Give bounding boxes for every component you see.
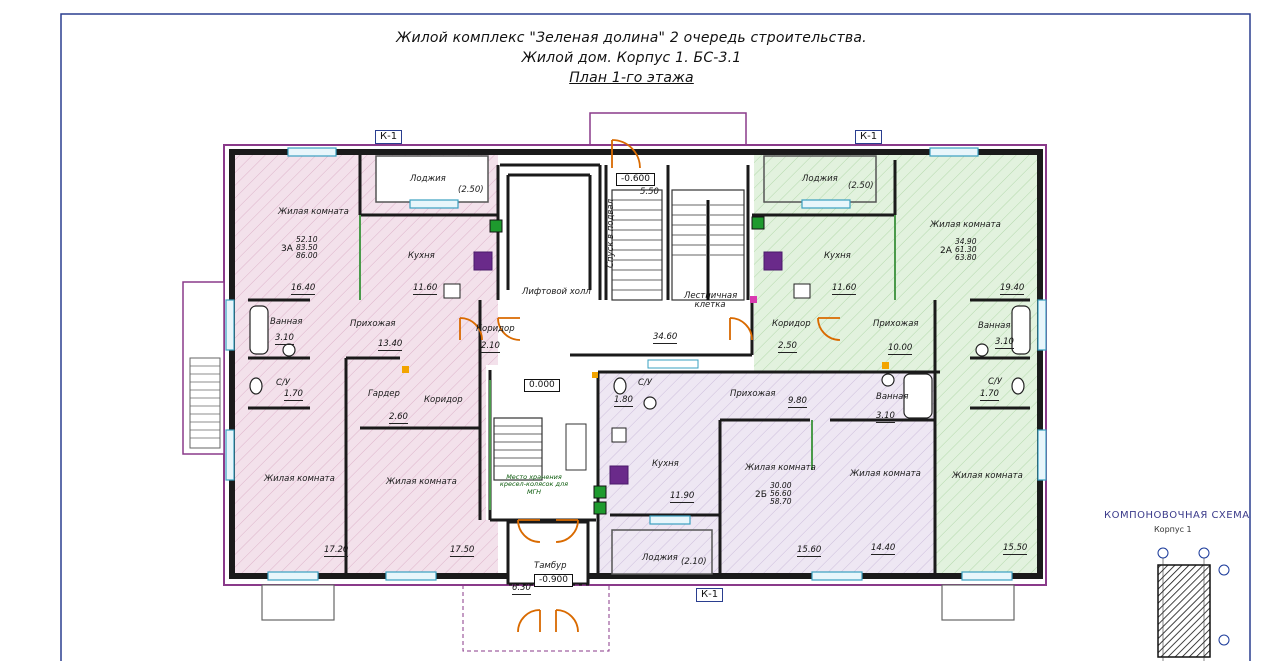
hall-2a-area: 10.00 bbox=[888, 343, 913, 355]
shaft-icon bbox=[402, 216, 889, 515]
schema-title: КОМПОНОВОЧНАЯ СХЕМА bbox=[1104, 510, 1250, 521]
living-2a-b-area: 15.50 bbox=[1003, 543, 1028, 555]
living-2a-area: 19.40 bbox=[1000, 283, 1025, 295]
stair-label: Лестничная клетка bbox=[684, 291, 738, 310]
kitchen-2a-area: 11.60 bbox=[832, 283, 857, 295]
stove-icon bbox=[473, 251, 783, 485]
hall-2b-label: Прихожая bbox=[730, 389, 776, 399]
hall-2a-label: Прихожая bbox=[873, 319, 919, 329]
wc-3a-label: С/У bbox=[276, 378, 290, 388]
corridor-left-label: Коридор bbox=[476, 324, 515, 334]
apartment-3a-type: 3А bbox=[281, 244, 293, 254]
schema-subtitle: Корпус 1 bbox=[1154, 525, 1192, 534]
bathtub-icon bbox=[249, 305, 1031, 419]
level-floor: 0.000 bbox=[524, 379, 560, 392]
bath-2a-label: Ванная bbox=[978, 321, 1011, 331]
sink-icon bbox=[443, 283, 811, 443]
mgn-storage-note: Место хранения кресел-колясок для МГН bbox=[499, 473, 569, 496]
living-3a-bl-area: 17.20 bbox=[324, 545, 349, 557]
living-3a-bm-label: Жилая комната bbox=[386, 477, 457, 487]
section-tag-bottom: К-1 bbox=[696, 588, 724, 602]
apartment-3a-fill bbox=[234, 155, 498, 573]
wardrobe-3a-area: 2.60 bbox=[389, 412, 408, 424]
bath-3a-label: Ванная bbox=[270, 317, 303, 327]
vestibule-area: 6.30 bbox=[512, 583, 531, 595]
apartment-2b-type: 2Б bbox=[755, 490, 767, 500]
living-3a-top-area: 16.40 bbox=[291, 283, 316, 295]
composition-schema-thumbnail bbox=[1157, 547, 1230, 661]
basement-label: Спуск в подвал bbox=[606, 198, 616, 268]
toilet-icon bbox=[249, 343, 1025, 410]
loggia-bottom-area: (2.10) bbox=[681, 557, 707, 567]
living-2a-label: Жилая комната bbox=[930, 220, 1001, 230]
lower-stair bbox=[493, 417, 587, 481]
level-vestibule: -0.900 bbox=[534, 574, 574, 587]
corridor-3a-label: Коридор bbox=[424, 395, 463, 405]
title-line-3: План 1-го этажа bbox=[569, 70, 694, 86]
partitions bbox=[359, 215, 896, 510]
basement-area: 5.50 bbox=[640, 187, 659, 197]
loggia-left-area: (2.50) bbox=[458, 185, 484, 195]
apartment-2a-type: 2А bbox=[940, 246, 952, 256]
title-line-2: Жилой дом. Корпус 1. БС-3.1 bbox=[521, 50, 742, 66]
lift-hall-label: Лифтовой холл bbox=[522, 287, 591, 297]
hall-3a-label: Прихожая bbox=[350, 319, 396, 329]
loggia-left bbox=[375, 155, 489, 203]
loggia-left-label: Лоджия bbox=[410, 174, 446, 184]
loggia-right-label: Лоджия bbox=[802, 174, 838, 184]
living-2a-b-label: Жилая комната bbox=[952, 471, 1023, 481]
interior-walls bbox=[248, 155, 1030, 573]
bath-2b-area: 3.10 bbox=[876, 411, 895, 423]
bath-3a-area: 3.10 bbox=[275, 333, 294, 345]
section-tag-right: К-1 bbox=[855, 130, 883, 144]
kitchen-3a-label: Кухня bbox=[408, 251, 435, 261]
bath-2a-area: 3.10 bbox=[995, 337, 1014, 349]
living-2b-2-area: 14.40 bbox=[871, 543, 896, 555]
corridor-right-label: Коридор bbox=[772, 319, 811, 329]
hall-2b-area: 9.80 bbox=[788, 396, 807, 408]
main-stair bbox=[671, 189, 745, 301]
wardrobe-3a-label: Гардер bbox=[368, 389, 400, 399]
loggia-bottom-label: Лоджия bbox=[642, 553, 678, 563]
bath-2b-label: Ванная bbox=[876, 392, 909, 402]
wc-3a-area: 1.70 bbox=[284, 389, 303, 401]
living-2b-2-label: Жилая комната bbox=[850, 469, 921, 479]
kitchen-2b-label: Кухня bbox=[652, 459, 679, 469]
loggia-bottom bbox=[611, 529, 713, 575]
basement-stair bbox=[611, 189, 663, 301]
loggia-right-area: (2.50) bbox=[848, 181, 874, 191]
exterior-stair-left bbox=[182, 281, 225, 455]
windows bbox=[225, 147, 1047, 581]
section-tag-left: К-1 bbox=[375, 130, 403, 144]
corridor-left-area: 2.10 bbox=[481, 341, 500, 353]
living-3a-top-label: Жилая комната bbox=[278, 207, 349, 217]
title-line-1: Жилой комплекс "Зеленая долина" 2 очеред… bbox=[396, 30, 867, 46]
wc-2a-area: 1.70 bbox=[980, 389, 999, 401]
living-3a-bl-label: Жилая комната bbox=[264, 474, 335, 484]
loggia-right bbox=[763, 155, 877, 203]
door-swing-icon bbox=[459, 139, 841, 633]
stair-area: 34.60 bbox=[653, 332, 678, 344]
vestibule-label: Тамбур bbox=[534, 561, 567, 571]
wc-2a-label: С/У bbox=[988, 377, 1002, 387]
living-2b-1-label: Жилая комната bbox=[745, 463, 816, 473]
kitchen-2a-label: Кухня bbox=[824, 251, 851, 261]
sheet-frame bbox=[60, 13, 1251, 665]
wc-2b-label: С/У bbox=[638, 378, 652, 388]
living-2b-1-area: 15.60 bbox=[797, 545, 822, 557]
kitchen-3a-area: 11.60 bbox=[413, 283, 438, 295]
hall-3a-area: 13.40 bbox=[378, 339, 403, 351]
corridor-right-area: 2.50 bbox=[778, 341, 797, 353]
kitchen-2b-area: 11.90 bbox=[670, 491, 695, 503]
level-entry: -0.600 bbox=[616, 173, 656, 186]
wc-2b-area: 1.80 bbox=[614, 395, 633, 407]
living-3a-bm-area: 17.50 bbox=[450, 545, 475, 557]
